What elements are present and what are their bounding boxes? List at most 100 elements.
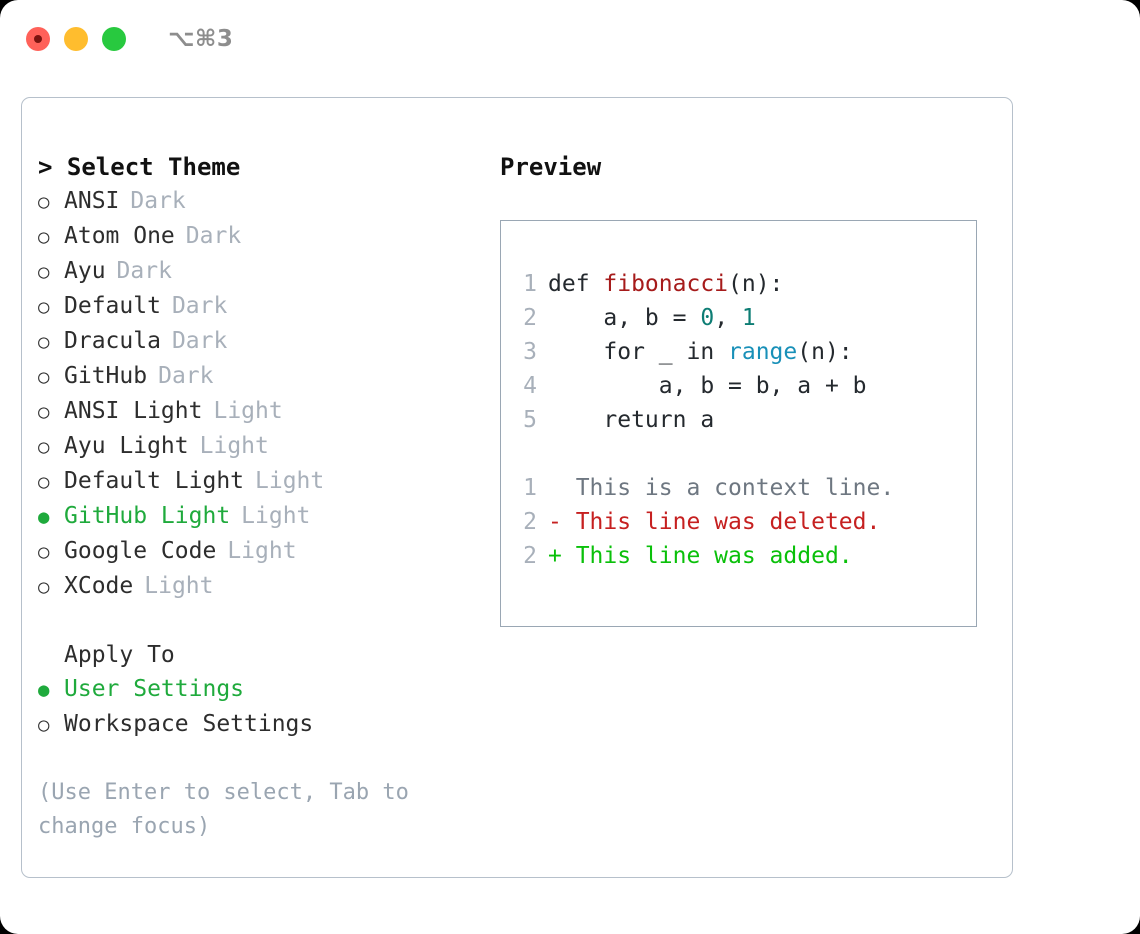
theme-item-github[interactable]: ○ GitHub Dark <box>38 359 498 394</box>
theme-name: Default <box>64 293 161 319</box>
code-token: , <box>714 305 742 331</box>
line-number: 4 <box>523 373 537 399</box>
code-token: def <box>548 271 604 297</box>
radio-unselected-icon: ○ <box>38 714 50 736</box>
code-line: 4 a, b = b, a + b <box>509 369 976 403</box>
list-spacer <box>38 604 498 638</box>
diff-text: This is a context line. <box>548 475 895 501</box>
theme-item-ayu-light[interactable]: ○ Ayu Light Light <box>38 429 498 464</box>
theme-name: XCode <box>64 573 134 599</box>
line-number: 2 <box>523 543 537 569</box>
radio-unselected-icon: ○ <box>38 366 50 388</box>
code-token: for _ in <box>548 339 729 365</box>
radio-unselected-icon: ○ <box>38 296 50 318</box>
diff-line: 2 - This line was deleted. <box>509 505 976 539</box>
code-token: return a <box>548 407 715 433</box>
traffic-light-buttons <box>26 27 126 51</box>
apply-to-list[interactable]: ●User Settings ○ Workspace Settings <box>38 672 498 742</box>
apply-to-option-workspace-settings[interactable]: ○ Workspace Settings <box>38 707 498 742</box>
radio-selected-icon: ● <box>38 506 50 528</box>
apply-to-label: User Settings <box>64 676 245 702</box>
line-number: 2 <box>523 305 537 331</box>
code-diff-gap <box>509 437 976 471</box>
code-token: (n): <box>728 271 784 297</box>
theme-item-ayu[interactable]: ○ Ayu Dark <box>38 254 498 289</box>
apply-to-heading: Apply To <box>64 642 175 668</box>
radio-unselected-icon: ○ <box>38 191 50 213</box>
theme-name: Default Light <box>64 468 245 494</box>
title-bar: ⌥⌘3 <box>0 0 1140 78</box>
theme-variant-badge: Light <box>241 503 311 529</box>
diff-text: - This line was deleted. <box>548 509 881 535</box>
theme-variant-badge: Dark <box>171 328 228 354</box>
preview-title: Preview <box>500 153 602 181</box>
theme-variant-badge: Dark <box>116 258 172 284</box>
line-number: 1 <box>523 271 537 297</box>
theme-name: Ayu Light <box>64 433 189 459</box>
diff-sample: 1 This is a context line. 2 - This line wa… <box>509 471 976 573</box>
theme-name: ANSI Light <box>64 398 203 424</box>
theme-variant-badge: Dark <box>171 293 228 319</box>
radio-unselected-icon: ○ <box>38 331 50 353</box>
keyboard-hint-text: (Use Enter to select, Tab to change focu… <box>38 780 409 839</box>
theme-item-default[interactable]: ○ Default Dark <box>38 289 498 324</box>
radio-unselected-icon: ○ <box>38 226 50 248</box>
code-line: 3 for _ in range(n): <box>509 335 976 369</box>
theme-variant-badge: Light <box>213 398 283 424</box>
theme-name: ANSI <box>64 188 120 214</box>
diff-line: 2 + This line was added. <box>509 539 976 573</box>
theme-name: Dracula <box>64 328 161 354</box>
code-line: 5 return a <box>509 403 976 437</box>
apply-to-label: Workspace Settings <box>64 711 314 737</box>
line-number: 2 <box>523 509 537 535</box>
theme-name: GitHub Light <box>64 503 231 529</box>
theme-variant-badge: Dark <box>130 188 186 214</box>
theme-item-dracula[interactable]: ○ Dracula Dark <box>38 324 498 359</box>
theme-item-github-light[interactable]: ● GitHub Light Light <box>38 499 498 534</box>
code-token: a, b = b, a + b <box>548 373 867 399</box>
theme-item-ansi[interactable]: ○ ANSI Dark <box>38 184 498 219</box>
radio-unselected-icon: ○ <box>38 541 50 563</box>
theme-name: Google Code <box>64 538 217 564</box>
code-token: 1 <box>741 305 756 331</box>
zoom-button[interactable] <box>102 27 126 51</box>
radio-unselected-icon: ○ <box>38 471 50 493</box>
keyboard-shortcut-label: ⌥⌘3 <box>168 26 234 52</box>
minimize-button[interactable] <box>64 27 88 51</box>
radio-unselected-icon: ○ <box>38 261 50 283</box>
theme-variant-badge: Dark <box>158 363 214 389</box>
line-number: 1 <box>523 475 537 501</box>
code-token: 0 <box>700 305 715 331</box>
code-line: 2 a, b = 0, 1 <box>509 301 976 335</box>
close-button[interactable] <box>26 27 50 51</box>
code-token: a, b = <box>548 305 701 331</box>
theme-variant-badge: Dark <box>185 223 242 249</box>
line-number: 3 <box>523 339 537 365</box>
code-token: range <box>728 339 798 365</box>
select-theme-title: > Select Theme <box>38 153 241 181</box>
diff-line: 1 This is a context line. <box>509 471 976 505</box>
theme-name: GitHub <box>64 363 148 389</box>
theme-variant-badge: Light <box>199 433 269 459</box>
theme-name: Atom One <box>64 223 175 249</box>
theme-item-google-code[interactable]: ○ Google Code Light <box>38 534 498 569</box>
apply-to-option-user-settings[interactable]: ●User Settings <box>38 672 498 707</box>
theme-name: Ayu <box>64 258 106 284</box>
theme-variant-badge: Light <box>227 538 297 564</box>
theme-item-atom-one[interactable]: ○ Atom One Dark <box>38 219 498 254</box>
diff-text: + This line was added. <box>548 543 853 569</box>
radio-unselected-icon: ○ <box>38 436 50 458</box>
code-token: (n): <box>797 339 853 365</box>
line-number: 5 <box>523 407 537 433</box>
